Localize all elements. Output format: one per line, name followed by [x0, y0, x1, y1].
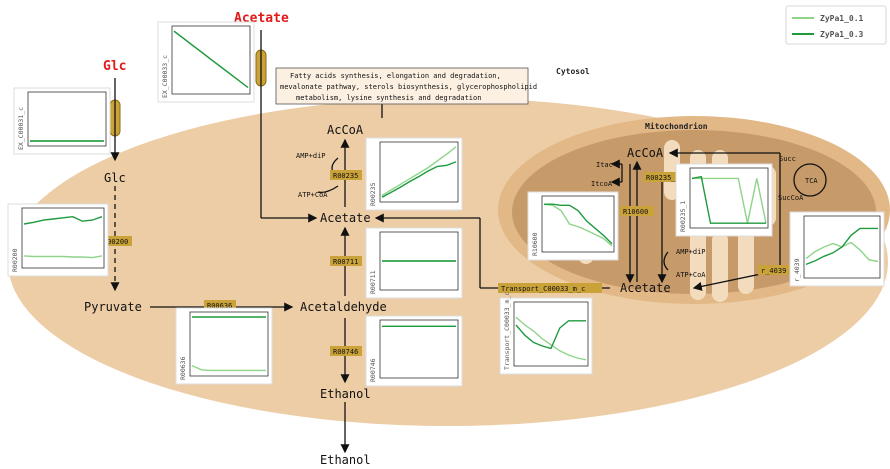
pathway-note-line-3: metabolism, lysine synthesis and degrada…	[296, 94, 481, 102]
plot-r00235_1: R00235_1	[676, 164, 772, 236]
legend-label-1: ZyPa1_0.3	[820, 30, 864, 39]
metabolite-pyruvate: Pyruvate	[84, 300, 142, 314]
reaction-r00711: R00711	[333, 258, 358, 266]
plot-label: EX_C00033_c	[161, 55, 169, 98]
reaction-r00235-1: R00235_1	[646, 174, 680, 182]
legend-label-0: ZyPa1_0.1	[820, 14, 864, 23]
plot-transport: Transport_C00033_m_c	[500, 292, 592, 374]
pathway-note-line-2: mevalonate pathway, sterols biosynthesis…	[280, 83, 537, 91]
plot-r4039: r_4039	[790, 212, 884, 286]
cofactor-itac: Itac	[596, 161, 613, 169]
metabolite-ethanol: Ethanol	[320, 387, 371, 401]
cytosol-label: Cytosol	[556, 67, 590, 76]
cofactor-mito-atp-coa: ATP+CoA	[676, 271, 706, 279]
reaction-transport: Transport_C00033_m_c	[501, 285, 585, 293]
external-glc-label: Glc	[103, 59, 126, 74]
plot-r00711: R00711	[366, 228, 462, 298]
plot-r00636: R00636	[176, 308, 272, 384]
metabolite-ethanol-ext: Ethanol	[320, 453, 371, 467]
metabolite-mito-acetate: Acetate	[620, 281, 671, 295]
reaction-r00235: R00235	[333, 172, 358, 180]
cofactor-succ: Succ	[779, 155, 796, 163]
reaction-r10600: R10600	[623, 208, 648, 216]
cofactor-atp-coa: ATP+CoA	[298, 191, 328, 199]
metabolite-mito-accoa: AcCoA	[627, 146, 664, 160]
cofactor-mito-amp-dip: AMP+diP	[676, 248, 706, 256]
plot-ex_glc: EX_C00031_c	[14, 88, 110, 154]
plot-r00746: R00746	[366, 316, 462, 386]
plot-background	[676, 164, 772, 236]
plot-label: R10600	[531, 232, 539, 256]
plot-label: R00636	[179, 356, 187, 380]
metabolite-glc: Glc	[104, 171, 126, 185]
plot-background	[8, 204, 108, 276]
plot-label: R00235_1	[679, 201, 687, 232]
cofactor-tca: TCA	[805, 177, 818, 185]
plot-label: EX_C00031_c	[17, 107, 25, 150]
plot-r00200: R00200	[8, 204, 108, 276]
plot-label: R00200	[11, 248, 19, 272]
pathway-note-line-1: Fatty acids synthesis, elongation and de…	[290, 72, 501, 80]
reaction-r00746: R00746	[333, 348, 358, 356]
metabolite-accoa: AcCoA	[327, 123, 364, 137]
plot-label: r_4039	[793, 258, 801, 282]
plot-label: R00711	[369, 270, 377, 294]
metabolite-acetate: Acetate	[320, 211, 371, 225]
plot-label: R00235	[369, 182, 377, 206]
metabolite-acetaldehyde: Acetaldehyde	[300, 300, 387, 314]
mitochondrion-label: Mitochondrion	[645, 121, 708, 131]
plot-label: R00746	[369, 358, 377, 382]
plot-r00235: R00235	[366, 138, 462, 210]
legend: ZyPa1_0.1 ZyPa1_0.3	[786, 6, 886, 44]
cofactor-itcoa: ItcoA	[591, 180, 613, 188]
plot-background	[528, 192, 618, 260]
plot-r10600: R10600	[528, 192, 618, 260]
cofactor-amp-dip: AMP+diP	[296, 152, 326, 160]
plot-ex_ac: EX_C00033_c	[158, 22, 254, 102]
reaction-r4039: r_4039	[761, 267, 786, 275]
cofactor-succoa: SucCoA	[778, 194, 804, 202]
plot-label: Transport_C00033_m_c	[503, 292, 511, 370]
